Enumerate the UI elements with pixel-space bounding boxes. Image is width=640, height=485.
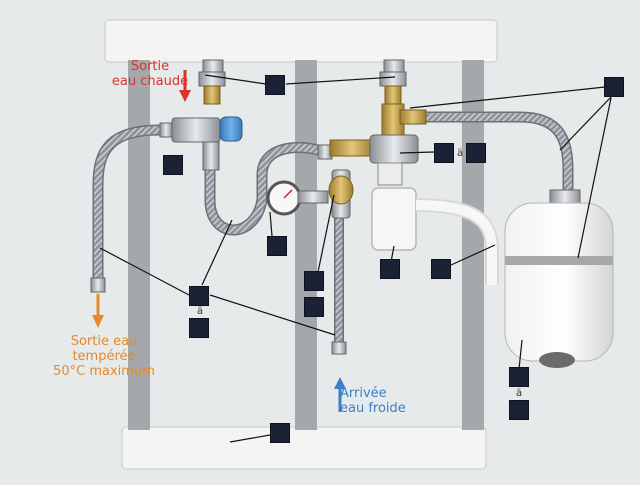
answer-slot-flex-hose-alt[interactable]: [189, 318, 209, 338]
answer-slot-thermometer[interactable]: [267, 236, 287, 256]
bottom-panel: [122, 427, 486, 469]
pressure-reducer-group: [370, 60, 426, 185]
cold-water-inlet-label: Arrivée eau froide: [340, 386, 420, 416]
slot-letter: ä: [516, 388, 522, 399]
answer-slot-safety-group-alt[interactable]: [304, 297, 324, 317]
tempered-outlet-arrow: [92, 294, 104, 328]
answer-slot-siphon[interactable]: [380, 259, 400, 279]
cold-inlet-fitting: [332, 342, 346, 354]
answer-slot-wall-panel[interactable]: [270, 423, 290, 443]
answer-slot-mixing-valve[interactable]: [163, 155, 183, 175]
top-panel: [105, 20, 497, 62]
expansion-tank: [505, 190, 613, 368]
answer-slot-flex-hose[interactable]: [189, 286, 209, 306]
slot-letter: ä: [197, 306, 203, 317]
hot-water-outlet-label: Sortie eau chaude: [108, 59, 192, 89]
tempered-water-outlet-label: Sortie eau tempérée 50°C maximum: [40, 334, 168, 379]
tempered-outlet-fitting: [91, 278, 105, 292]
answer-slot-tank-top[interactable]: [604, 77, 624, 97]
slot-letter: ä: [457, 148, 463, 159]
answer-slot-safety-group[interactable]: [304, 271, 324, 291]
answer-slot-tank-base[interactable]: [509, 367, 529, 387]
answer-slot-drain-hose[interactable]: [431, 259, 451, 279]
answer-slot-pressure-reducer-alt[interactable]: [466, 143, 486, 163]
answer-slot-pressure-reducer[interactable]: [434, 143, 454, 163]
middle-rail: [295, 60, 317, 430]
answer-slot-hot-outlet-valve[interactable]: [265, 75, 285, 95]
answer-slot-tank-base-alt[interactable]: [509, 400, 529, 420]
